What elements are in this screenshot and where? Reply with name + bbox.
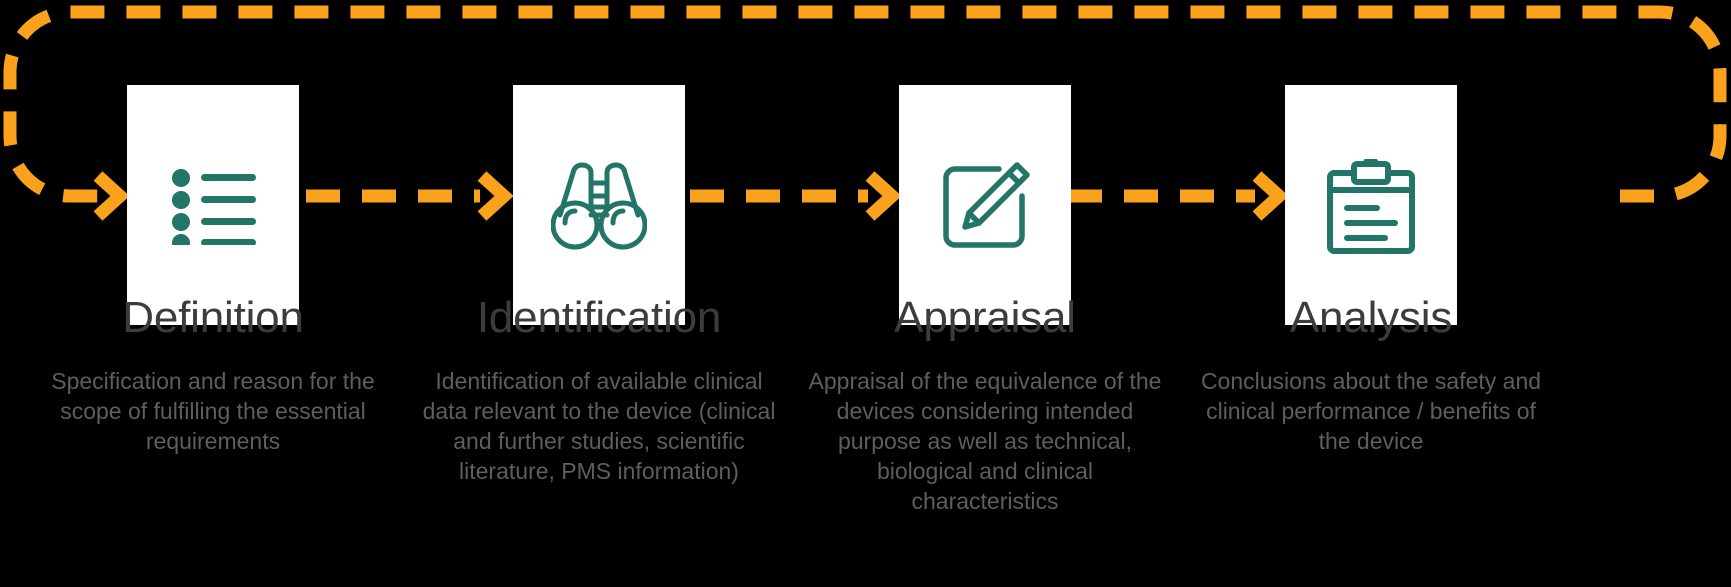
step-analysis[interactable]: Analysis Conclusions about the safety an… <box>1176 0 1566 587</box>
step-card <box>127 85 299 325</box>
step-definition[interactable]: Definition Specification and reason for … <box>18 0 408 587</box>
clipboard-icon <box>1319 155 1423 259</box>
step-title: Identification <box>476 293 722 342</box>
step-appraisal[interactable]: Appraisal Appraisal of the equivalence o… <box>790 0 1180 587</box>
step-card <box>1285 85 1457 325</box>
edit-pencil-icon <box>933 155 1037 259</box>
step-card <box>899 85 1071 325</box>
step-title: Analysis <box>1289 293 1453 342</box>
step-description: Appraisal of the equivalence of the devi… <box>808 368 1162 514</box>
step-description: Specification and reason for the scope o… <box>51 368 375 454</box>
step-identification[interactable]: Identification Identification of availab… <box>404 0 794 587</box>
binoculars-icon <box>547 155 651 259</box>
step-title: Definition <box>122 293 304 342</box>
step-card <box>513 85 685 325</box>
step-description: Conclusions about the safety and clinica… <box>1200 368 1542 454</box>
checklist-icon <box>161 155 265 259</box>
step-description: Identification of available clinical dat… <box>422 368 776 484</box>
step-title: Appraisal <box>894 293 1076 342</box>
